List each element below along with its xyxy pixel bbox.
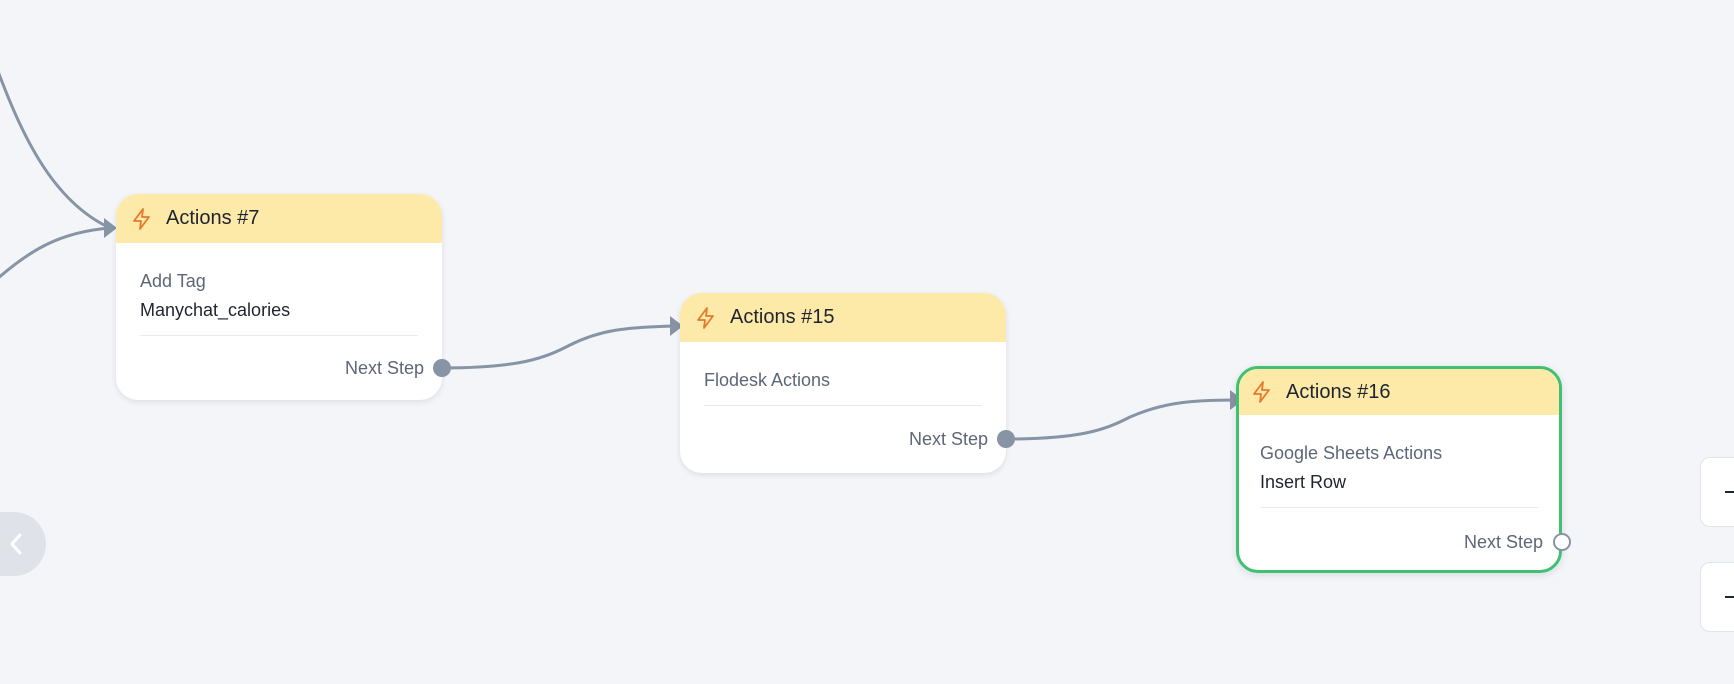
incoming-edge-bottom[interactable] (0, 226, 112, 280)
zoom-control-button-bottom[interactable] (1700, 562, 1734, 632)
node-actions-7[interactable]: Actions #7 Add Tag Manychat_calories Nex… (116, 194, 451, 400)
chevron-left-icon (10, 533, 22, 555)
edge-15-to-16[interactable] (1004, 398, 1238, 441)
zoom-control-button-top[interactable] (1700, 457, 1734, 527)
next-step-port[interactable] (997, 430, 1015, 448)
node-title: Actions #7 (166, 207, 260, 229)
node-title: Actions #15 (730, 306, 835, 328)
node-header[interactable]: Actions #15 (680, 293, 1006, 342)
divider (1260, 507, 1538, 508)
minus-icon (1725, 491, 1734, 493)
divider (140, 335, 418, 336)
lightning-bolt-icon (1253, 381, 1270, 403)
minus-icon (1725, 596, 1734, 598)
next-step-port[interactable] (1553, 533, 1571, 551)
action-value: Manychat_calories (140, 300, 291, 320)
node-actions-16[interactable]: Actions #16 Google Sheets Actions Insert… (1236, 366, 1571, 573)
node-title: Actions #16 (1286, 380, 1391, 403)
edge-7-to-15[interactable] (440, 324, 680, 370)
arrowhead-actions-15 (670, 316, 683, 336)
action-name: Add Tag (140, 271, 206, 291)
node-actions-15[interactable]: Actions #15 Flodesk Actions Next Step (680, 293, 1015, 473)
node-header[interactable]: Actions #7 (116, 194, 442, 243)
arrowhead-actions-7 (104, 218, 117, 238)
node-body: Google Sheets Actions Insert Row (1239, 443, 1559, 508)
action-name: Google Sheets Actions (1260, 443, 1443, 463)
node-body: Flodesk Actions (680, 370, 1006, 406)
lightning-bolt-icon (133, 207, 150, 230)
divider (704, 405, 982, 406)
action-name: Flodesk Actions (704, 370, 831, 390)
lightning-bolt-icon (697, 306, 714, 329)
next-step-label: Next Step (908, 429, 988, 449)
action-value: Insert Row (1260, 472, 1347, 492)
next-step-port[interactable] (433, 359, 451, 377)
node-header[interactable]: Actions #16 (1239, 369, 1559, 415)
incoming-edge-top[interactable] (0, 66, 112, 230)
node-body: Add Tag Manychat_calories (116, 271, 442, 336)
next-step-label: Next Step (344, 358, 424, 378)
next-step-label: Next Step (1463, 532, 1543, 552)
